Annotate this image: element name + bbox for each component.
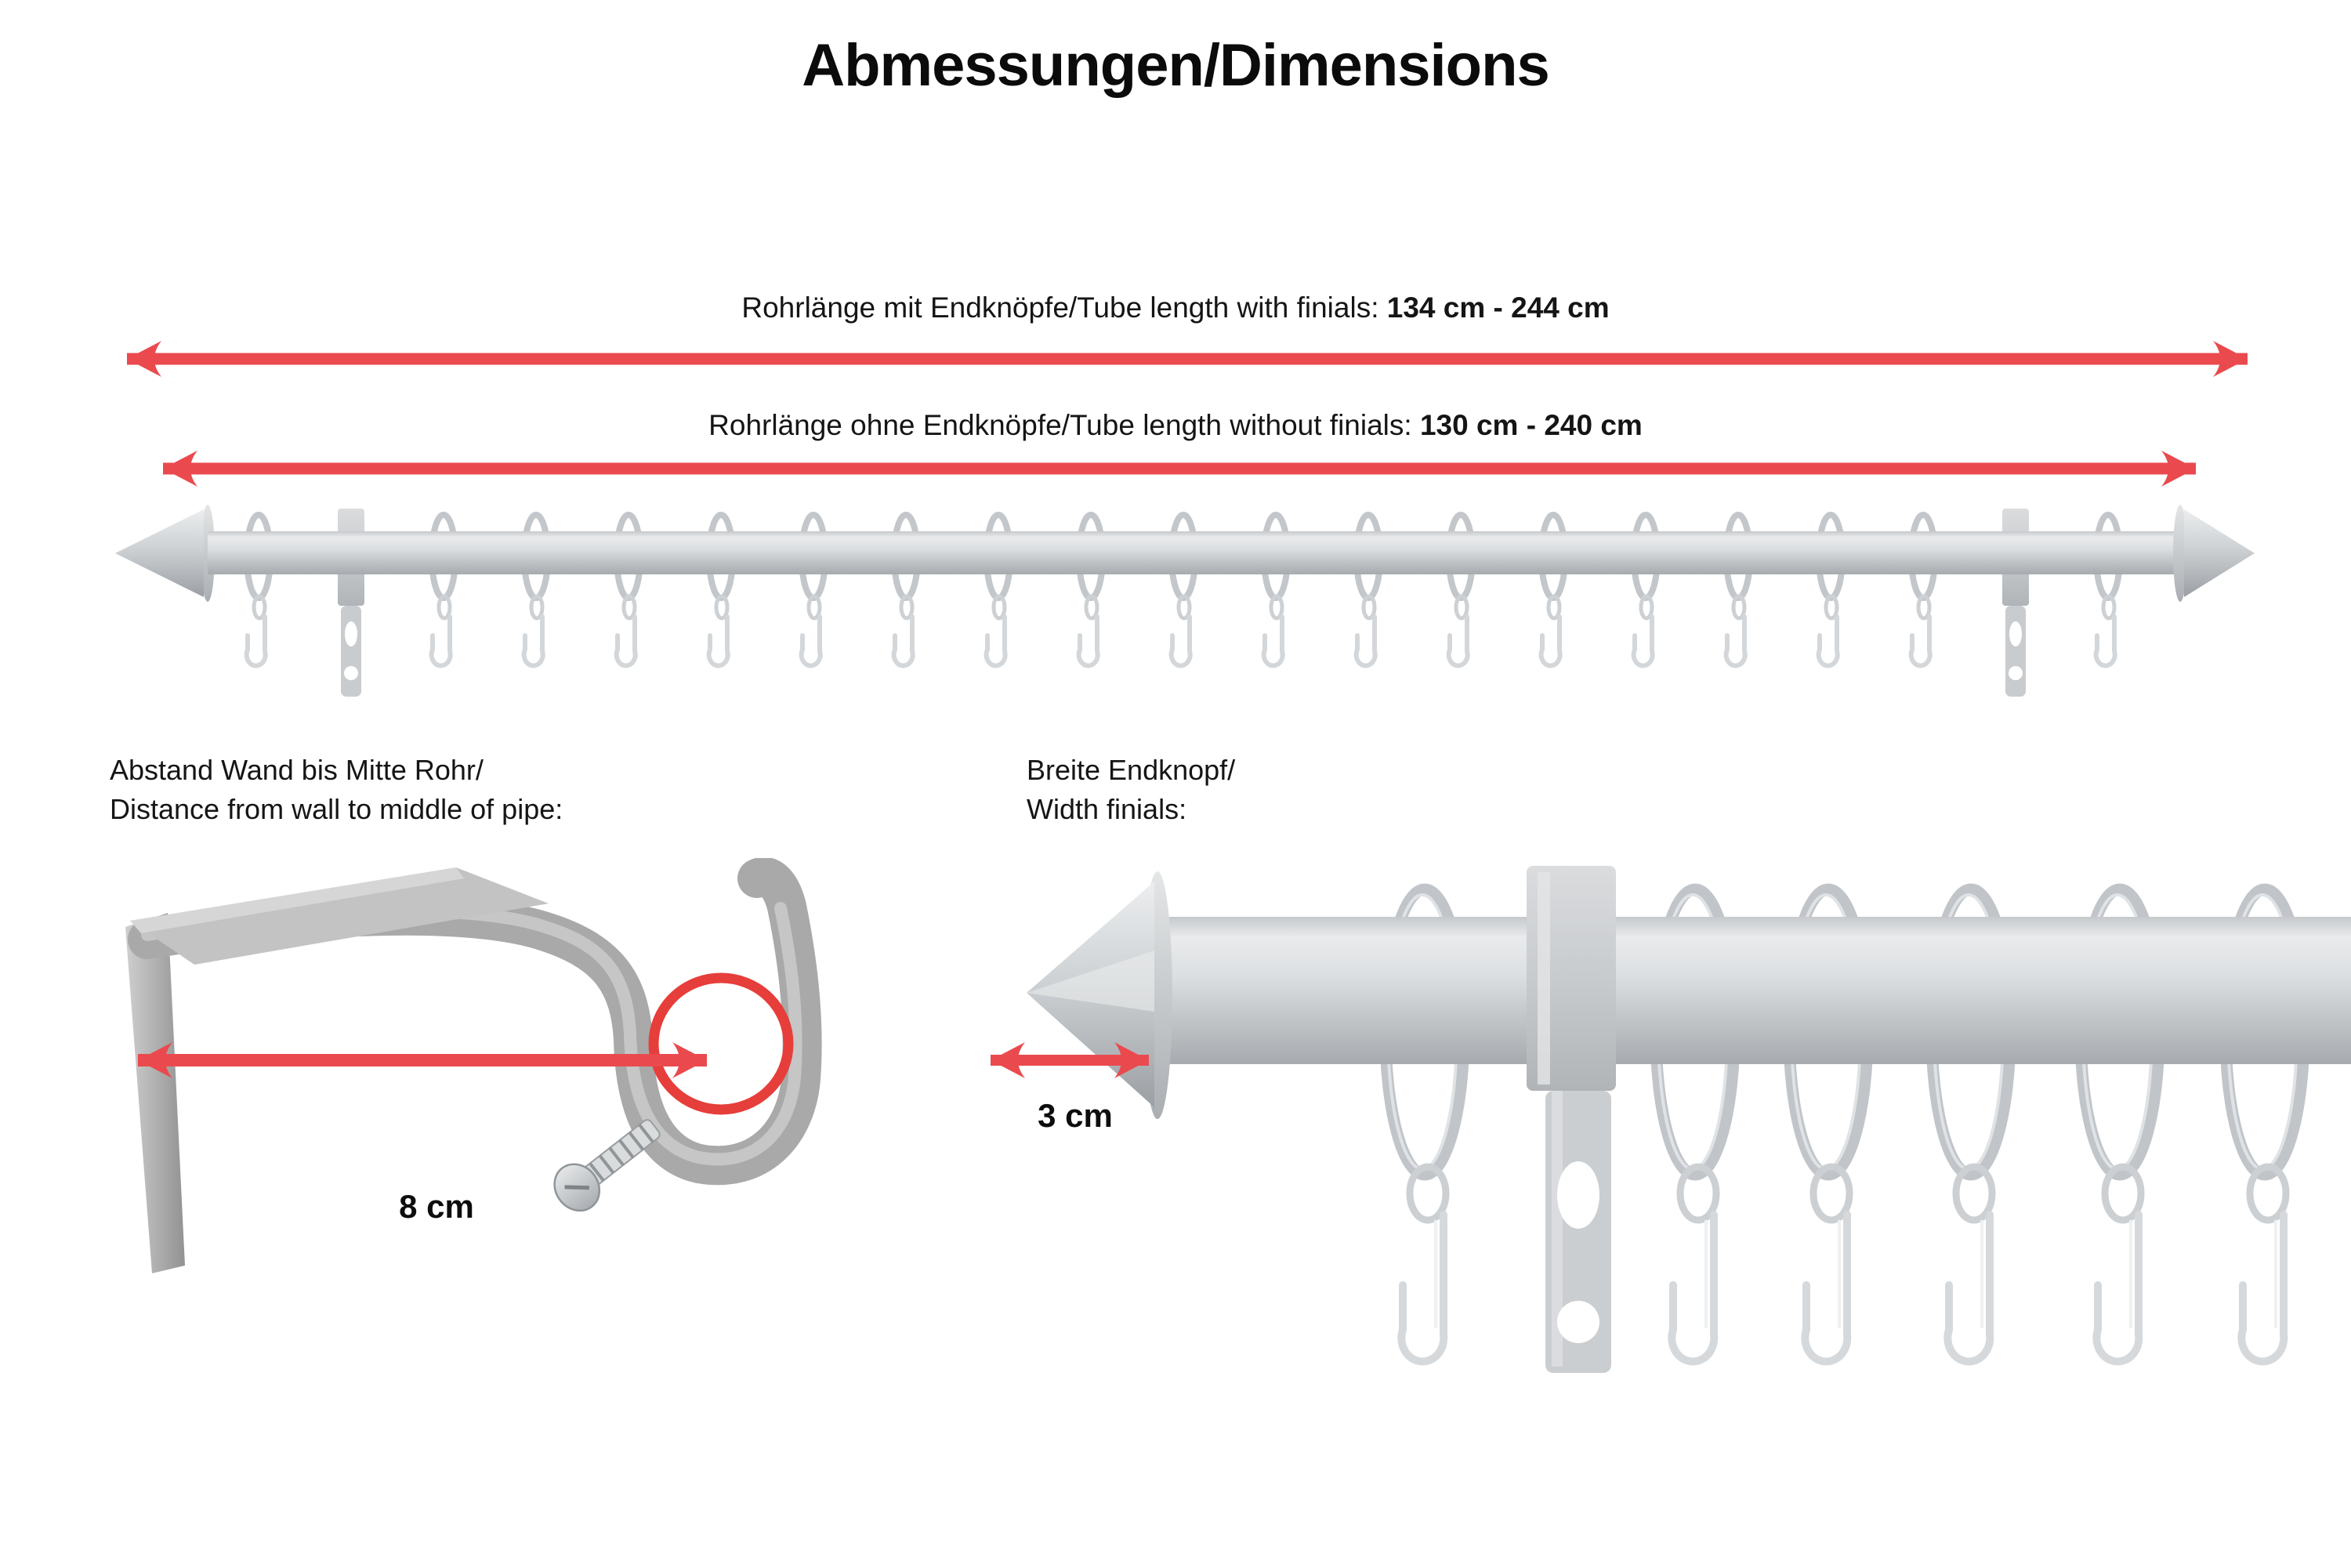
tube-length-without-finials-label: Rohrlänge ohne Endknöpfe/Tube length wit… [0, 409, 2351, 442]
rod-tube [208, 531, 2181, 574]
tube-length-with-finials-label: Rohrlänge mit Endknöpfe/Tube length with… [0, 292, 2351, 324]
left-finial-cone [115, 509, 204, 597]
wall-distance-value: 8 cm [399, 1188, 474, 1225]
label-value: 134 cm - 244 cm [1386, 292, 1610, 324]
closeup-rod-tube [1162, 917, 2351, 1064]
bracket-wall-plate [125, 913, 185, 1273]
right-finial-disc [2173, 505, 2187, 602]
bracket-arm-top-face [130, 867, 549, 965]
with-finials-dimension-arrow [127, 341, 2248, 377]
closeup-finial-highlight [1027, 951, 1154, 1012]
pipe-center-highlight-circle [648, 972, 794, 1115]
label-text: Rohrlänge ohne Endknöpfe/Tube length wit… [708, 409, 1420, 441]
finial-width-heading: Breite Endknopf/ Width finials: [1027, 751, 1235, 829]
heading-line-de: Abstand Wand bis Mitte Rohr/ [110, 754, 484, 786]
heading-line-en: Distance from wall to middle of pipe: [110, 793, 563, 825]
wall-bracket-side-view [125, 858, 822, 1273]
finial-width-value: 3 cm [1038, 1097, 1113, 1134]
label-text: Rohrlänge mit Endknöpfe/Tube length with… [741, 292, 1387, 324]
wall-distance-heading: Abstand Wand bis Mitte Rohr/ Distance fr… [110, 751, 563, 829]
heading-line-de: Breite Endknopf/ [1027, 754, 1236, 786]
bracket-arm-top-edge [130, 867, 464, 933]
mounting-screw [553, 1119, 661, 1212]
finial-closeup-illustration [991, 866, 2351, 1373]
right-finial-cone [2184, 509, 2255, 597]
without-finials-dimension-arrow [163, 451, 2196, 487]
label-value: 130 cm - 240 cm [1419, 409, 1643, 441]
heading-line-en: Width finials: [1027, 793, 1187, 825]
curtain-rod-illustration [115, 505, 2255, 697]
page-title: Abmessungen/Dimensions [802, 32, 1550, 99]
closeup-bracket [1527, 866, 1616, 1373]
